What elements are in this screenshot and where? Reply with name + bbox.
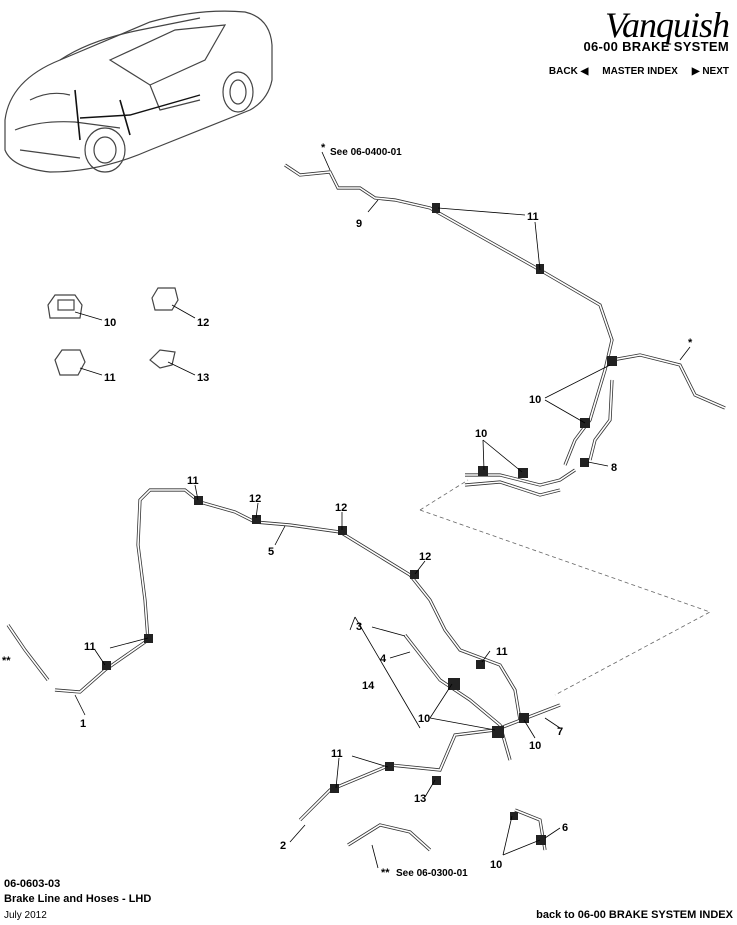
next-arrow-icon: ▶ [691, 66, 700, 77]
callout-6: 6 [562, 822, 568, 834]
single-star-right: * [688, 337, 693, 349]
callout-11-clip: 11 [104, 372, 116, 384]
next-link[interactable]: ▶ NEXT [692, 66, 729, 77]
callout-11-d: 11 [331, 748, 343, 760]
document-title: Brake Line and Hoses - LHD [4, 893, 152, 905]
callout-10-top: 10 [529, 394, 541, 406]
section-title: 06-00 BRAKE SYSTEM [583, 39, 729, 54]
callout-12-b: 12 [335, 502, 347, 514]
callout-12-a: 12 [249, 493, 261, 505]
back-label: BACK [548, 66, 578, 77]
double-star-left: ** [2, 655, 11, 667]
callout-14: 14 [362, 680, 375, 692]
callout-12-c: 12 [419, 551, 431, 563]
callout-11-top: 11 [527, 211, 539, 223]
next-label: NEXT [702, 66, 729, 77]
see-reference-top: See 06-0400-01 [330, 147, 402, 158]
callout-3: 3 [356, 621, 362, 633]
see-reference-bottom: See 06-0300-01 [396, 868, 468, 879]
double-star-bottom: ** [381, 867, 390, 879]
document-code: 06-0603-03 [4, 878, 61, 890]
callout-10-clip: 10 [104, 317, 116, 329]
callout-10-e: 10 [490, 859, 502, 871]
callout-labels: 10 12 11 13 9 11 10 10 8 11 12 12 12 5 1… [2, 142, 693, 879]
callout-5: 5 [268, 546, 274, 558]
single-star-top: * [321, 142, 326, 154]
clip-parts [47, 287, 179, 376]
callout-13: 13 [414, 793, 426, 805]
back-link[interactable]: BACK ◀ [549, 66, 588, 77]
callout-4: 4 [380, 653, 387, 665]
navigation-bar: BACK ◀ MASTER INDEX ▶ NEXT [549, 66, 729, 77]
callout-9: 9 [356, 218, 362, 230]
back-arrow-icon: ◀ [580, 66, 589, 77]
leader-lines [74, 151, 691, 869]
callout-11-c: 11 [496, 646, 508, 658]
callout-13-clip: 13 [197, 372, 209, 384]
callout-10-d: 10 [529, 740, 541, 752]
callout-1: 1 [80, 718, 86, 730]
callout-10-mid: 10 [475, 428, 487, 440]
vanquish-logo: Vanquish [604, 5, 730, 45]
main-brake-line [6, 479, 711, 852]
master-index-link[interactable]: MASTER INDEX [602, 66, 678, 77]
callout-2: 2 [280, 840, 286, 852]
callout-12-clip: 12 [197, 317, 209, 329]
document-date: July 2012 [4, 910, 47, 921]
callout-10-c: 10 [418, 713, 430, 725]
callout-11-a: 11 [187, 475, 199, 487]
car-illustration [4, 10, 273, 173]
back-to-index-link[interactable]: back to 06-00 BRAKE SYSTEM INDEX [536, 909, 733, 921]
callout-11-b: 11 [84, 641, 96, 653]
front-brake-line [284, 163, 726, 497]
callout-8: 8 [611, 462, 617, 474]
callout-7: 7 [557, 726, 563, 738]
